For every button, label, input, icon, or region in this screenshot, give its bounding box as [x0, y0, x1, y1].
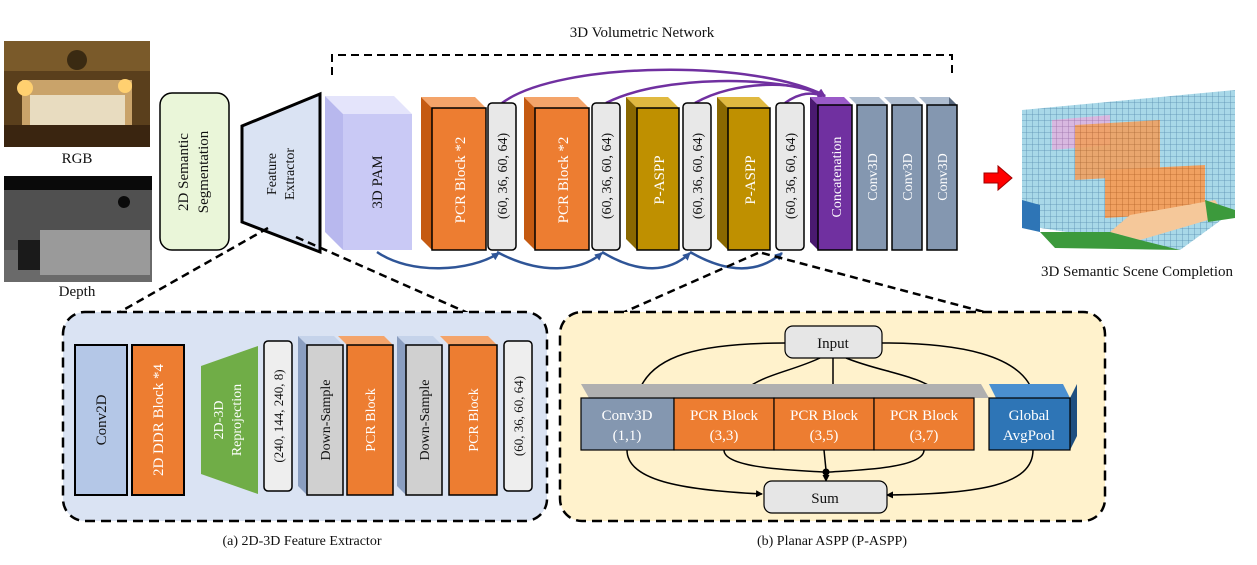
paspp-pcr35-label1: PCR Block: [790, 408, 858, 424]
paspp-gap-label2: AvgPool: [1003, 428, 1055, 444]
paspp-sum-label: Sum: [811, 491, 839, 507]
seg-label-line1: 2D Semantic: [176, 133, 192, 211]
volumetric-network-title: 3D Volumetric Network: [570, 25, 715, 41]
feature-extractor-panel: Conv2D 2D DDR Block *4 2D-3D Reprojectio…: [61, 310, 549, 523]
concatenation-block: Concatenation: [810, 97, 853, 251]
pcr-block-2: PCR Block *2: [524, 97, 590, 251]
semantic-segmentation-box: 2D Semantic Segmentation: [159, 92, 230, 251]
pcr2-label: PCR Block *2: [556, 137, 572, 224]
conv3d-label-2: Conv3D: [901, 153, 916, 200]
pcr-block-1: PCR Block *2: [421, 97, 487, 251]
conv3d-label-1: Conv3D: [866, 153, 881, 200]
concat-label: Concatenation: [830, 137, 845, 218]
paspp-conv3d-label2: (1,1): [613, 428, 642, 444]
fe-pcr1-label: PCR Block: [364, 388, 379, 451]
shape4-label: (60, 36, 60, 64): [784, 133, 799, 220]
feature-extractor-block: Feature Extractor: [240, 91, 322, 255]
paspp-caption: (b) Planar ASPP (P-ASPP): [757, 534, 907, 549]
fe-ddr-label: 2D DDR Block *4: [151, 363, 167, 476]
paspp-panel: Conv3D (1,1) PCR Block (3,3) PCR Block (…: [558, 310, 1107, 523]
paspp-block-2: P-ASPP: [717, 97, 771, 251]
paspp-pcr35-label2: (3,5): [810, 428, 839, 444]
pcr1-label: PCR Block *2: [453, 137, 469, 224]
paspp1-label: P-ASPP: [652, 155, 668, 204]
shape-box-3: (60, 36, 60, 64): [682, 102, 712, 251]
rgb-image: [4, 41, 150, 147]
fe-conv2d-label: Conv2D: [94, 394, 110, 445]
fe-downsample2-label: Down-Sample: [418, 380, 433, 461]
shape-box-2: (60, 36, 60, 64): [591, 102, 621, 251]
fe-pcr2-label: PCR Block: [467, 388, 482, 451]
fe-downsample1-label: Down-Sample: [319, 380, 334, 461]
conv3d-block-2: Conv3D: [884, 97, 923, 251]
rgb-label: RGB: [62, 151, 93, 167]
skip-connections-blue: [376, 250, 783, 270]
paspp-pcr33-label1: PCR Block: [690, 408, 758, 424]
shape1-label: (60, 36, 60, 64): [496, 133, 511, 220]
output-label: 3D Semantic Scene Completion: [1041, 264, 1234, 280]
paspp-input-label: Input: [817, 336, 849, 352]
shape-box-4: (60, 36, 60, 64): [775, 102, 805, 251]
output-arrow: [983, 164, 1013, 192]
feature-extractor-caption: (a) 2D-3D Feature Extractor: [223, 534, 382, 549]
shape-box-1: (60, 36, 60, 64): [487, 102, 517, 251]
paspp-pcr37-label1: PCR Block: [890, 408, 958, 424]
conv3d-block-3: Conv3D: [919, 97, 958, 251]
zoom-lines: [117, 226, 989, 315]
paspp-conv3d-label1: Conv3D: [602, 408, 653, 424]
fe-label-line1: Feature: [265, 153, 280, 195]
shape3-label: (60, 36, 60, 64): [691, 133, 706, 220]
depth-label: Depth: [59, 284, 96, 300]
pam-label: 3D PAM: [370, 155, 386, 208]
pam-block: 3D PAM: [325, 96, 412, 250]
paspp2-label: P-ASPP: [743, 155, 759, 204]
paspp-pcr37-label2: (3,7): [910, 428, 939, 444]
paspp-block-1: P-ASPP: [626, 97, 680, 251]
conv3d-block-1: Conv3D: [849, 97, 888, 251]
fe-reproj-label1: 2D-3D: [212, 401, 227, 440]
conv3d-label-3: Conv3D: [936, 153, 951, 200]
fe-reproj-label2: Reprojection: [230, 384, 245, 456]
seg-label-line2: Segmentation: [196, 130, 212, 213]
paspp-gap-label1: Global: [1009, 408, 1050, 424]
fe-shape-b-label: (60, 36, 60, 64): [511, 376, 526, 456]
volumetric-network-bracket: [331, 54, 953, 75]
skip-connections-purple: [501, 68, 826, 105]
paspp-pcr33-label2: (3,3): [710, 428, 739, 444]
fe-label-line2: Extractor: [283, 148, 298, 200]
shape2-label: (60, 36, 60, 64): [600, 133, 615, 220]
fe-shape-a-label: (240, 144, 240, 8): [271, 369, 286, 462]
output-scene-voxels: [1022, 90, 1235, 250]
depth-image: [4, 176, 152, 282]
